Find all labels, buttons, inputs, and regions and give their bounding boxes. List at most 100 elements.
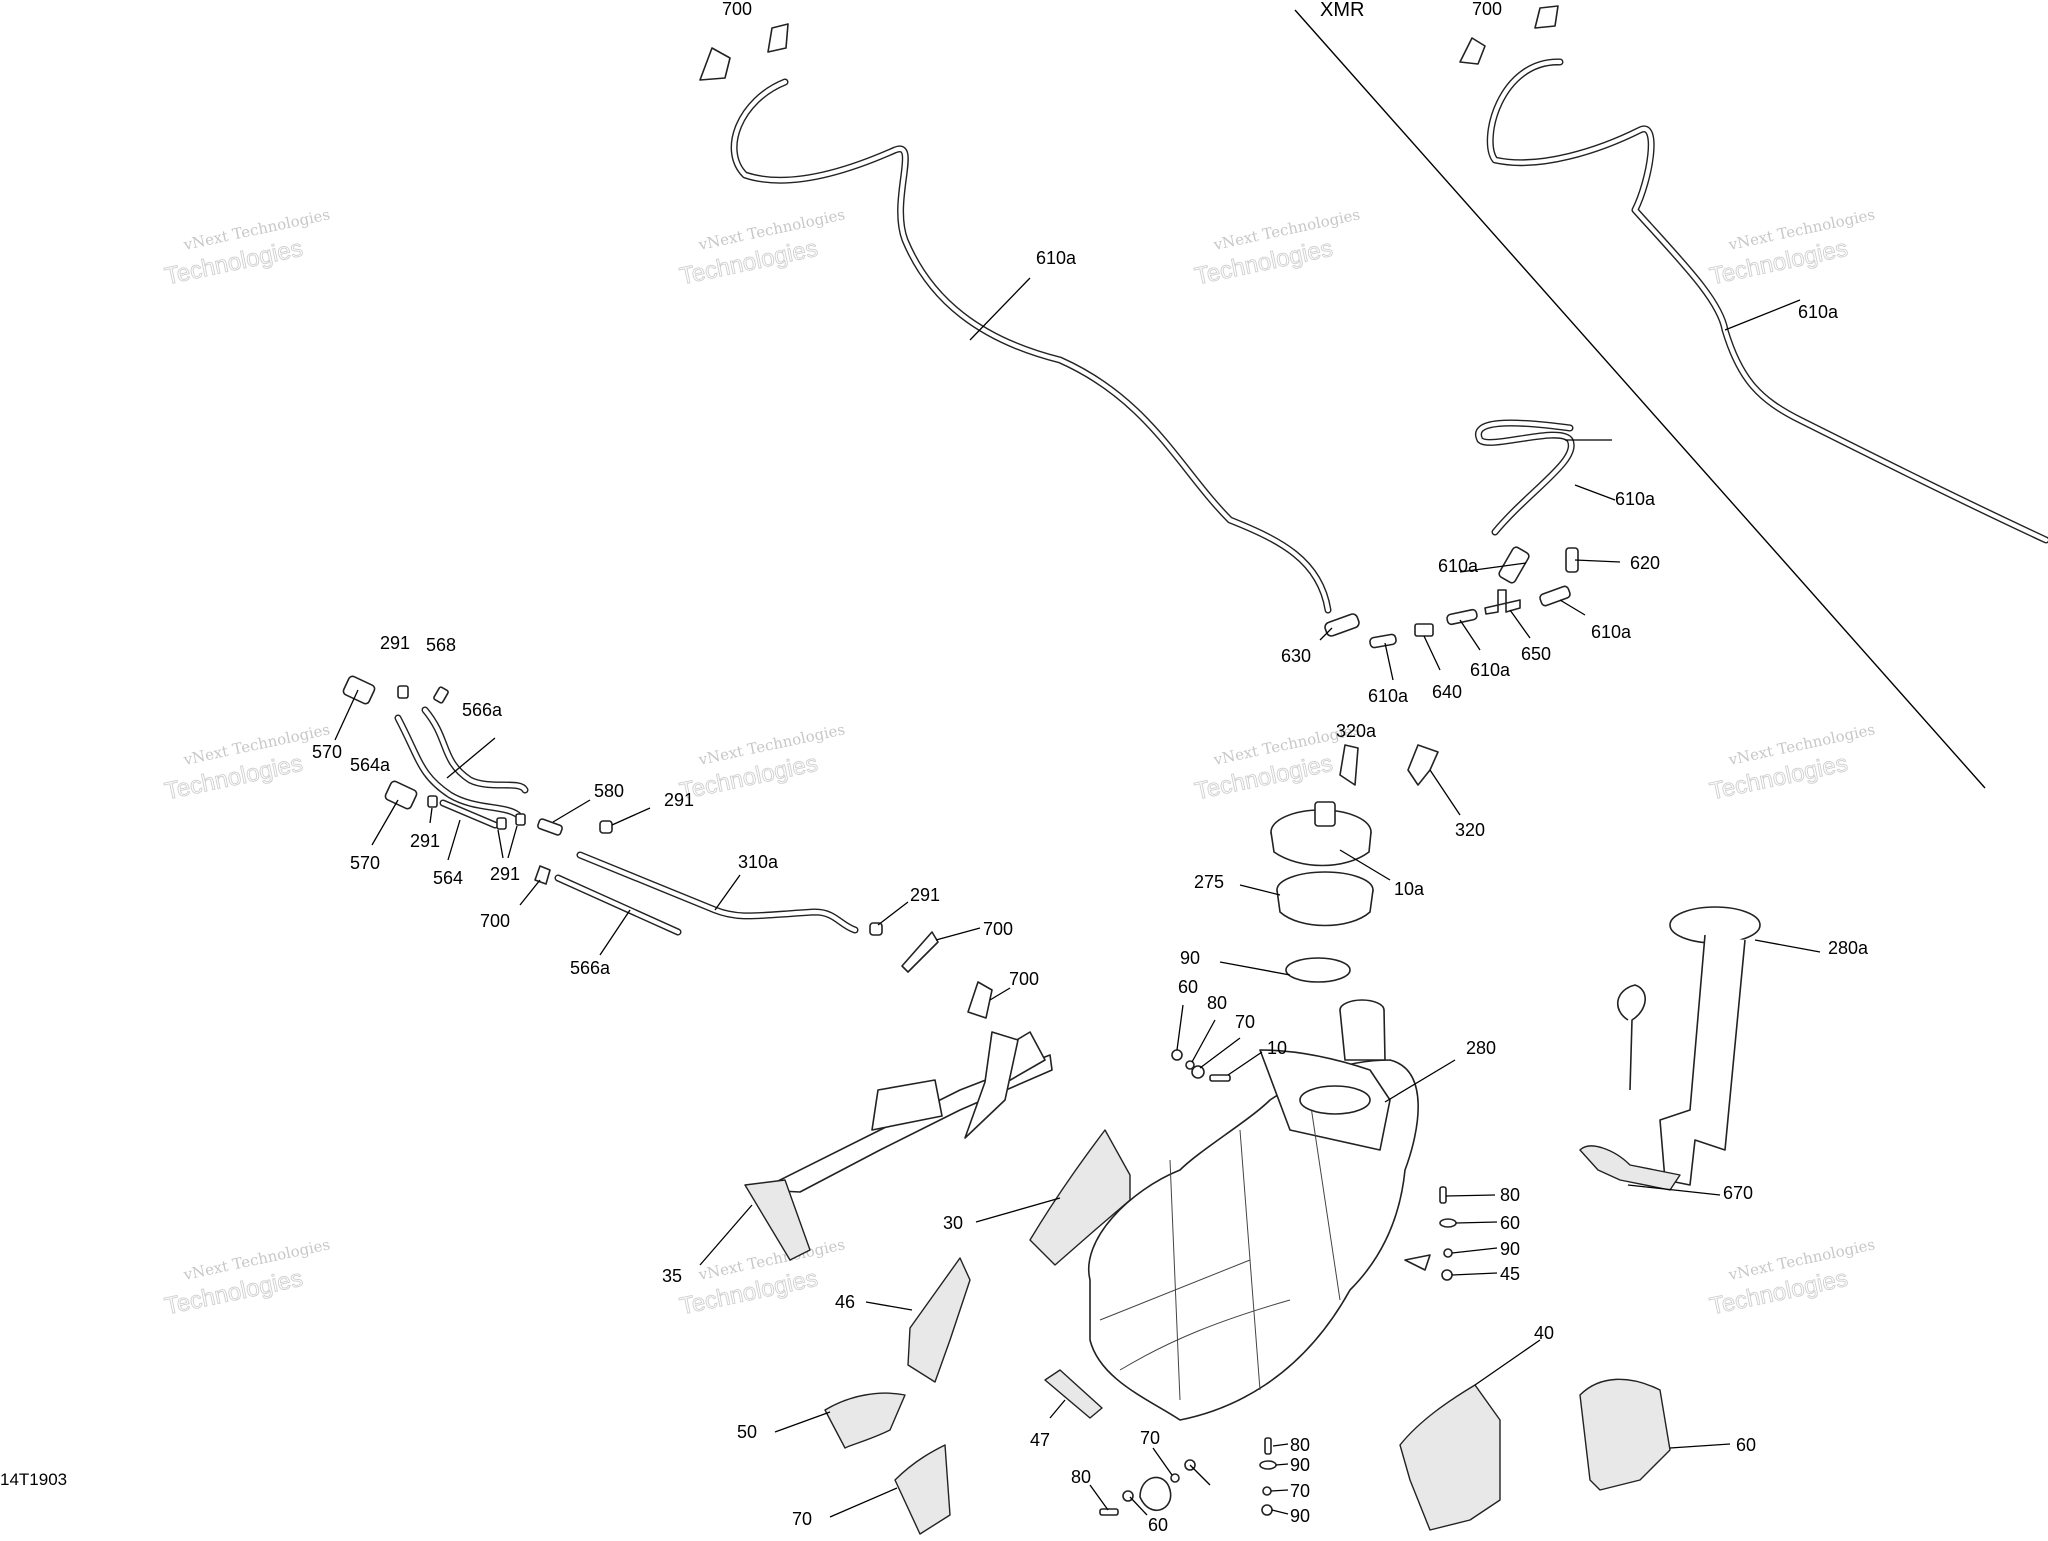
callout-label: 60 [1178,977,1198,997]
callout-label: 70 [1290,1481,1310,1501]
callout-label: 10a [1394,879,1425,899]
callout-label: 610a [1470,660,1511,680]
clip-700 [1459,37,1486,65]
callout-label: 40 [1534,1323,1554,1343]
connector-570 [342,675,376,705]
clip-700 [967,981,993,1019]
washer-80 [1191,1065,1205,1079]
callout-label: 564 [433,868,463,888]
callout-labels: 700 700 610a 610a 610a 610a 620 630 610a… [312,0,1869,1535]
callout-label: 291 [490,864,520,884]
heat-shield-30 [907,1257,971,1383]
fuel-cap-320 [1270,801,1372,867]
callout-label: 90 [1180,948,1200,968]
callout-label: 70 [1140,1428,1160,1448]
clip-700 [767,23,789,53]
callout-label: 35 [662,1266,682,1286]
clip-700 [1339,744,1359,786]
callout-label: 566a [462,700,503,720]
callout-label: 47 [1030,1430,1050,1450]
callout-label: 90 [1290,1455,1310,1475]
clip-700 [1534,5,1559,29]
heat-shield-47 [894,1444,951,1535]
washer-80 [1439,1218,1457,1228]
callout-label: 60 [1736,1435,1756,1455]
bolt-70 [1209,1074,1231,1082]
washer-80 [1259,1460,1277,1470]
callout-label: 80 [1207,993,1227,1013]
callout-label: 568 [426,635,456,655]
washer-80 [1122,1490,1134,1502]
fuel-tank-10 [1087,999,1431,1421]
variant-label-xmr: XMR [1320,0,1364,21]
callout-label: 700 [983,919,1013,939]
clamp-291 [427,795,438,808]
hose-610a-short [1446,608,1478,626]
tee-650 [1484,589,1521,615]
lock-ring-10a [1276,871,1374,927]
clip-700 [534,865,551,885]
fuel-hose-566a-upper [421,706,529,794]
callout-label: 50 [737,1422,757,1442]
bolt-70 [1439,1186,1447,1204]
nut-60 [1170,1473,1180,1483]
clamp-291 [496,817,507,830]
callout-label: 60 [1148,1515,1168,1535]
pad-50 [1044,1369,1103,1419]
callout-label: 291 [664,790,694,810]
callout-label: 291 [410,831,440,851]
fitting-640 [1414,623,1434,637]
callout-label: 70 [1235,1012,1255,1032]
callout-label: 80 [1071,1467,1091,1487]
callout-label: 80 [1290,1435,1310,1455]
callout-label: 564a [350,755,391,775]
vent-hose-610a-main [730,78,1332,614]
vent-hose-610a-loop [1475,419,1575,536]
callout-label: 640 [1432,682,1462,702]
callout-label: 320a [1336,721,1377,741]
bolt-70 [1264,1437,1272,1455]
gasket-275 [1285,957,1351,983]
fuel-hose-564a [394,714,522,819]
callout-label: 610a [1615,489,1656,509]
callout-label: 291 [910,885,940,905]
clamp-291 [869,922,883,936]
callout-label: 670 [1723,1183,1753,1203]
callout-label: 280a [1828,938,1869,958]
callout-label: 700 [480,911,510,931]
hose-610a-short [1369,633,1397,649]
vent-hose-610a-xmr [1486,58,2048,544]
callout-label: 70 [792,1509,812,1529]
callout-label: 580 [594,781,624,801]
clip-700 [699,47,731,81]
callout-label: 570 [312,742,342,762]
nut-90 [1171,1049,1183,1061]
fuel-hose-566a-lower [554,874,682,936]
callout-label: 60 [1500,1213,1520,1233]
grommet [1139,1476,1172,1511]
callout-label: 700 [722,0,752,19]
callout-label: 630 [1281,646,1311,666]
fuel-hose-564 [439,799,499,829]
heat-shield-46 [824,1392,906,1449]
callout-label: 90 [1290,1506,1310,1526]
clip-700 [901,931,939,973]
fuel-pickup-280a [1579,1145,1681,1191]
callout-label: 80 [1500,1185,1520,1205]
callout-label: 700 [1009,969,1039,989]
callout-label: 280 [1466,1038,1496,1058]
clamp-291 [515,813,526,826]
callout-label: 610a [1591,622,1632,642]
nut-60 [1185,1060,1195,1070]
bolt-70 [1099,1508,1119,1516]
fuel-line-310a [576,851,859,934]
